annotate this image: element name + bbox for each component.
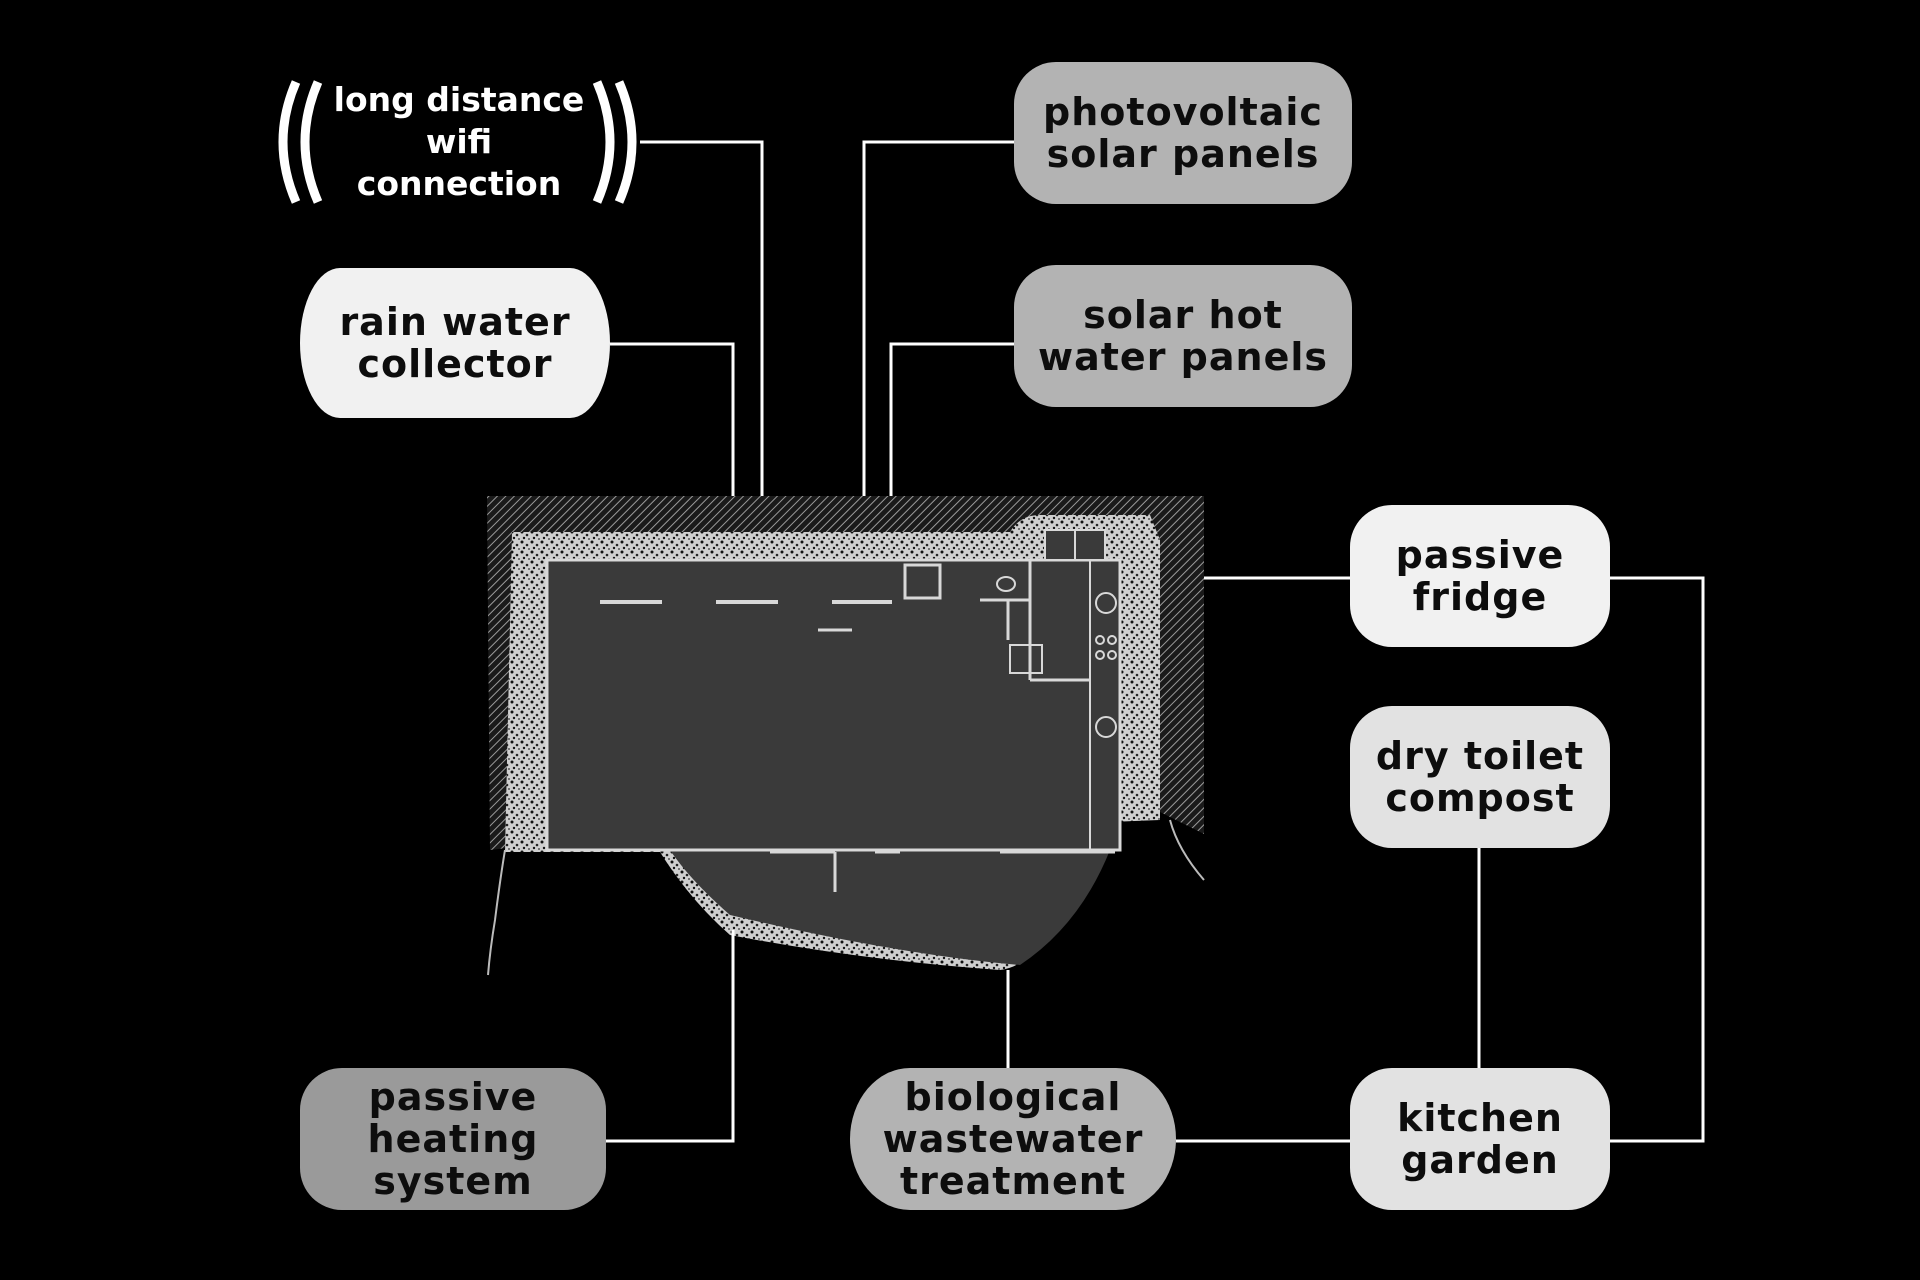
house-floor-plan [487,496,1205,976]
rain-line [610,342,735,496]
node-label: rain water collector [339,300,571,386]
wifi-line [640,140,764,496]
node-photovoltaic-solar-panels: photovoltaic solar panels [1014,62,1352,204]
node-kitchen-garden: kitchen garden [1350,1068,1610,1210]
node-solar-hot-water-panels: solar hot water panels [1014,265,1352,407]
solar-hot-line [889,342,1014,496]
node-passive-fridge: passive fridge [1350,505,1610,647]
node-wifi-connection: long distance wifi connection [333,80,585,203]
node-dry-toilet-compost: dry toilet compost [1350,706,1610,848]
node-label: dry toilet compost [1375,734,1585,820]
node-label: kitchen garden [1397,1096,1563,1182]
node-label: photovoltaic solar panels [1043,90,1323,176]
heating-line [606,930,735,1143]
node-label: passive heating system [367,1075,539,1203]
node-label: solar hot water panels [1038,293,1328,379]
wifi-signal-icon [278,80,637,204]
node-label: biological wastewater treatment [882,1075,1144,1203]
node-rain-water-collector: rain water collector [300,268,610,418]
pv-line [862,140,1014,496]
node-passive-heating-system: passive heating system [300,1068,606,1210]
node-biological-wastewater-treatment: biological wastewater treatment [850,1068,1176,1210]
node-label: passive fridge [1395,533,1565,619]
fridge-garden-loop [1610,576,1705,1143]
